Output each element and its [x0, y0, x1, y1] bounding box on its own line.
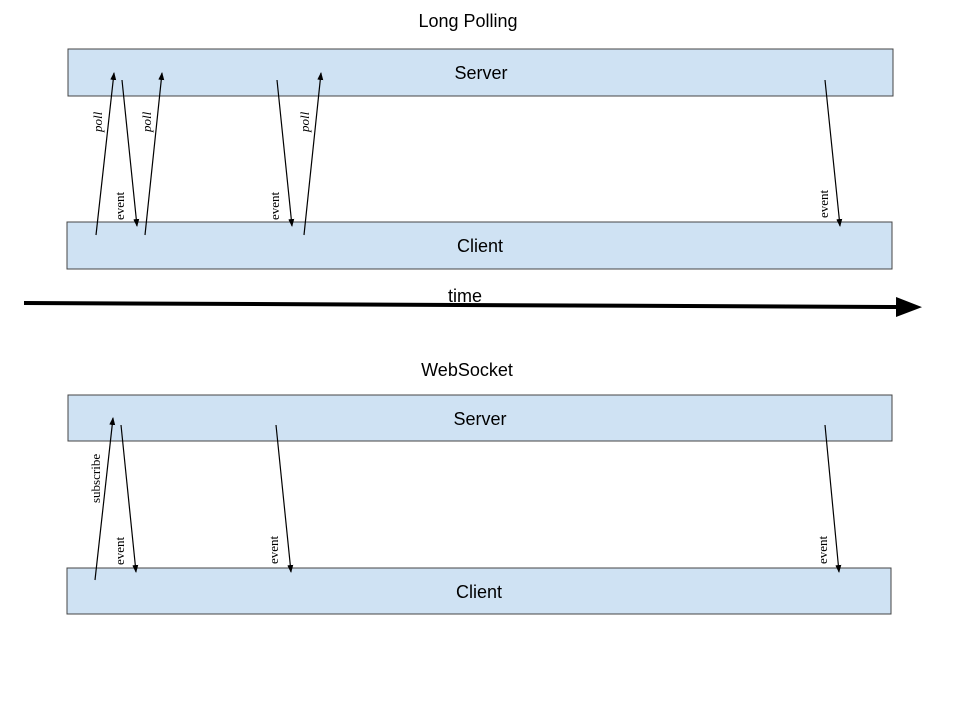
- long-polling-client-band: Client: [66, 221, 893, 270]
- server-band-rect: [67, 394, 893, 442]
- websocket-server-band: Server: [67, 394, 893, 442]
- time-axis-arrow: [23, 296, 922, 317]
- client-band-rect: [66, 567, 892, 615]
- poll-label: poll: [90, 111, 105, 133]
- event-label: event: [266, 535, 281, 564]
- subscribe-label: subscribe: [88, 454, 103, 503]
- websocket-section: WebSocket Server Client subscribe event …: [66, 360, 893, 615]
- event-arrow: [824, 79, 843, 227]
- time-label: time: [448, 286, 482, 306]
- websocket-title: WebSocket: [421, 360, 513, 380]
- client-label: Client: [457, 236, 503, 256]
- event-label: event: [816, 189, 831, 218]
- event-arrow: [120, 424, 139, 573]
- server-label: Server: [454, 63, 507, 83]
- timeline: time: [23, 286, 922, 317]
- event-arrow: [276, 79, 295, 227]
- server-band-rect: [67, 48, 894, 97]
- long-polling-title: Long Polling: [418, 11, 517, 31]
- poll-arrow: [144, 72, 165, 236]
- client-label: Client: [456, 582, 502, 602]
- event-label: event: [267, 191, 282, 220]
- event-label: event: [815, 535, 830, 564]
- long-polling-section: Long Polling Server Client poll poll pol…: [66, 11, 894, 270]
- client-band-rect: [66, 221, 893, 270]
- event-label: event: [112, 191, 127, 220]
- subscribe-arrow: [94, 417, 116, 581]
- event-arrow: [121, 79, 140, 227]
- poll-label: poll: [139, 111, 154, 133]
- long-polling-server-band: Server: [67, 48, 894, 97]
- websocket-client-band: Client: [66, 567, 892, 615]
- poll-label: poll: [297, 111, 312, 133]
- event-label: event: [112, 536, 127, 565]
- event-arrow: [275, 424, 294, 573]
- poll-arrow: [95, 72, 117, 236]
- event-arrow: [824, 424, 842, 573]
- poll-arrow: [303, 72, 324, 236]
- server-label: Server: [453, 409, 506, 429]
